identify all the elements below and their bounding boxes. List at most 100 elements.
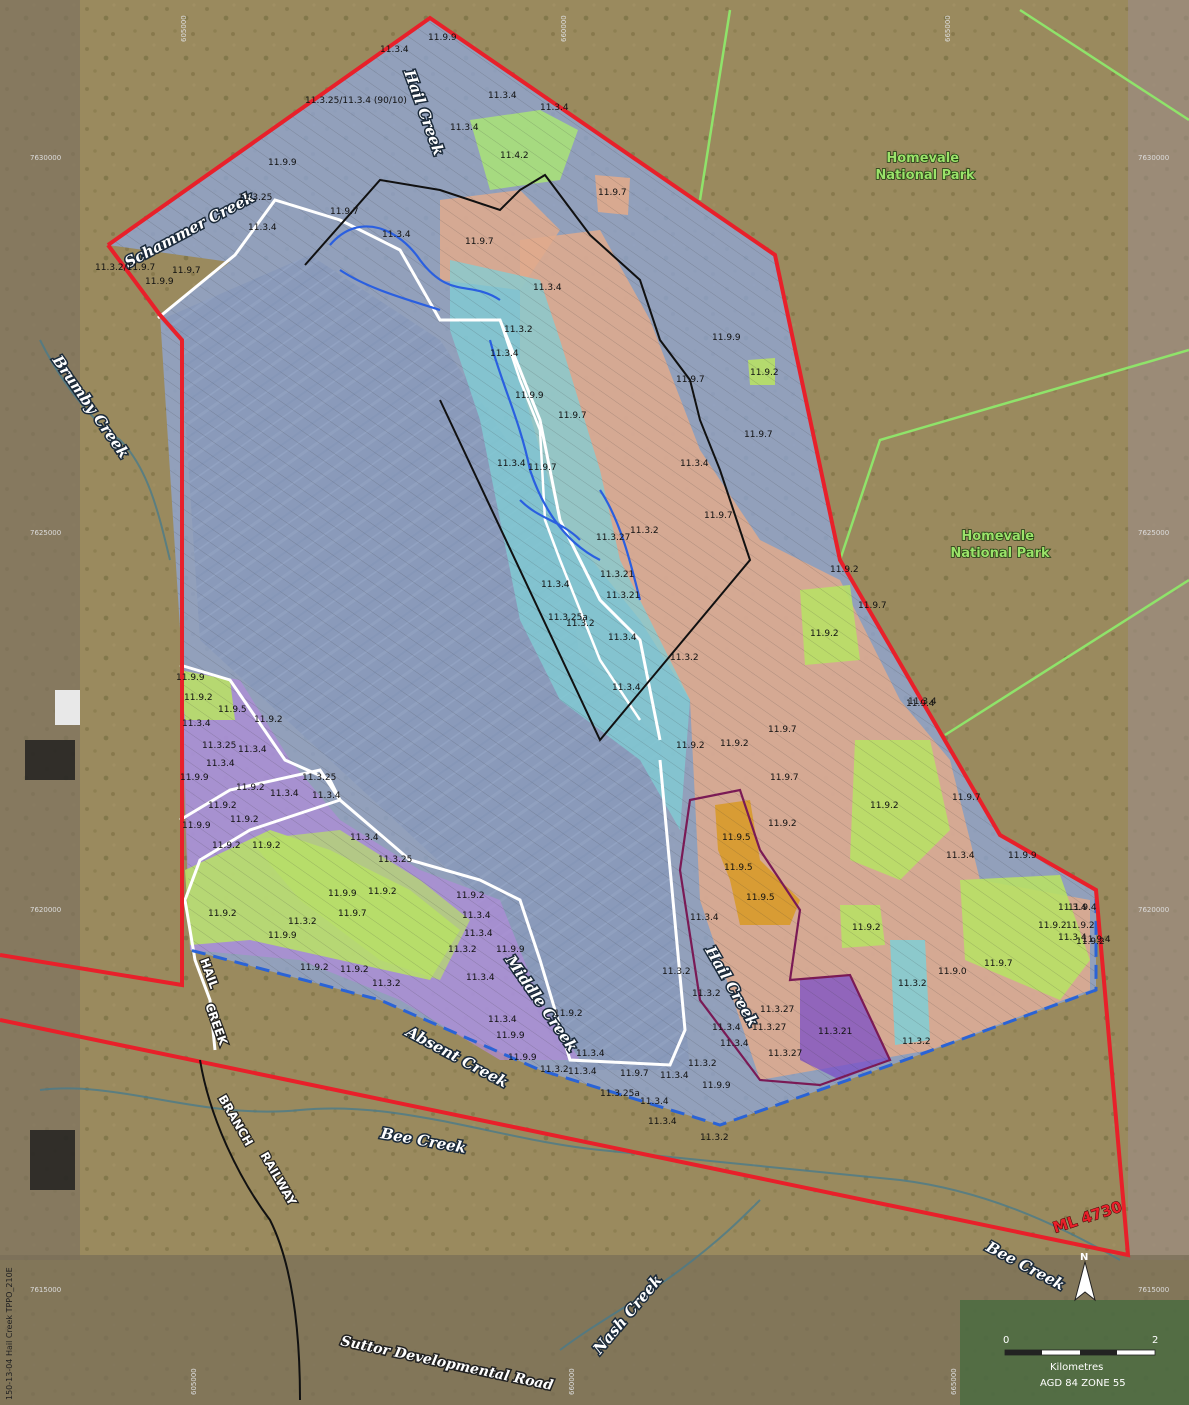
re-label: 11.9.9 [182, 821, 211, 831]
re-label: 11.9.9 [712, 333, 741, 343]
re-label: 11.3.2 [372, 979, 401, 989]
side-file-label: 150-13-04 Hail Creek TPPO_210E [5, 1267, 14, 1400]
easting-bottom-605000: 605000 [190, 1368, 198, 1395]
scale-min: 0 [1003, 1335, 1009, 1346]
re-label: 11.3.2/11.9.7 [95, 263, 155, 273]
re-label: 11.9.2 [768, 819, 797, 829]
label-homevale-national-park-north: Homevale National Park [875, 151, 975, 183]
re-label: 11.9.2 [252, 841, 281, 851]
dark-patch-left [25, 740, 75, 780]
re-label: 11.3.4 [680, 459, 709, 469]
northing-7625000: 7625000 [1138, 529, 1169, 537]
outer-imagery-left [0, 0, 80, 1260]
re-label: 11.3.4 [182, 719, 211, 729]
re-label: 11.3.4 [1058, 933, 1087, 943]
dark-patch-left-2 [30, 1130, 75, 1190]
re-label: 11.9.2 [1038, 921, 1067, 931]
re-label: 11.3.21 [600, 570, 634, 580]
re-label: 11.9.2 [208, 801, 237, 811]
re-label: 11.3.4 [464, 929, 493, 939]
re-label: 11.9.2 [870, 801, 899, 811]
re-label: 11.3.2 [688, 1059, 717, 1069]
re-label: 11.3.4 [380, 45, 409, 55]
re-label: 11.3.4 [648, 1117, 677, 1127]
re-label: 11.3.2 [700, 1133, 729, 1143]
purple-zone-boundary [678, 788, 892, 1087]
re-label: 11.9.2 [830, 565, 859, 575]
re-label: 11.3.27 [760, 1005, 794, 1015]
re-label: 11.9.7 [770, 773, 799, 783]
re-label: 11.3.25/11.3.4 (90/10) [305, 96, 407, 106]
scale-bar: 0 2 Kilometres AGD 84 ZONE 55 [1003, 1335, 1158, 1389]
scale-max: 2 [1152, 1335, 1158, 1346]
river-nash-creek [559, 1199, 761, 1351]
re-label: 11.3.4 [946, 851, 975, 861]
re-label: 11.3.2 [288, 917, 317, 927]
re-label: 11.3.4 [540, 103, 569, 113]
re-label: 11.3.4 [382, 230, 411, 240]
re-label: 11.3.25 [238, 193, 272, 203]
re-label: 11.3.25a [600, 1089, 640, 1099]
river-bee-creek [39, 1087, 1121, 1261]
re-label: 11.9.9 [496, 1031, 525, 1041]
re-label: 11.3.4 [238, 745, 267, 755]
re-label: 11.4.2 [500, 151, 529, 161]
re-label: 11.3.2 [566, 619, 595, 629]
re-label: 11.3.4 [488, 1015, 517, 1025]
re-label: 11.3.27 [768, 1049, 802, 1059]
re-label: 11.9.2 [230, 815, 259, 825]
re-label: 11.3.2 [670, 653, 699, 663]
easting-660000: 660000 [560, 15, 568, 42]
re-label: 11.9.2 [810, 629, 839, 639]
re-label: 11.3.25 [202, 741, 236, 751]
re-label: 11.3.2 [902, 1037, 931, 1047]
scale-unit: Kilometres [1050, 1362, 1103, 1373]
white-patch-left [55, 690, 80, 725]
re-label: 11.9.9 [508, 1053, 537, 1063]
northing-7630000: 7630000 [1138, 154, 1169, 162]
re-label: 11.9.2 [300, 963, 329, 973]
re-label: 11.3.4 [712, 1023, 741, 1033]
re-label: 11.9.5 [746, 893, 775, 903]
river-brumby-creek [39, 339, 171, 561]
re-label: 11.9.7 [558, 411, 587, 421]
re-label: 11.3.25 [302, 773, 336, 783]
re-label: 11.3.4 [640, 1097, 669, 1107]
re-label: 11.3.2 [630, 526, 659, 536]
re-label: 11.9.7 [858, 601, 887, 611]
re-label: 11.3.4 [720, 1039, 749, 1049]
white-pit-boundary-main [157, 198, 662, 741]
re-label: 11.3.4 [270, 789, 299, 799]
national-park-boundary-4 [1019, 8, 1189, 122]
re-label: 11.9.9 [268, 931, 297, 941]
hatch-overlay [108, 18, 1096, 1125]
re-label: 11.9.2 [750, 368, 779, 378]
re-label: 11.9.4 [906, 699, 935, 709]
re-label: 11.9.9 [328, 889, 357, 899]
re-code-labels: 11.9.9 11.3.4 11.3.4 11.3.25/11.3.4 (90/… [95, 33, 1111, 1143]
branch-railway [199, 1059, 301, 1401]
re-label: 11.9.7 [465, 237, 494, 247]
re-label: 11.3.4 [350, 833, 379, 843]
blue-dashed-boundary [107, 16, 1098, 1127]
re-label: 11.9.2 [1076, 937, 1105, 947]
re-label: 11.3.25 [378, 855, 412, 865]
re-label: 11.9.5 [722, 833, 751, 843]
re-label: 11.3.4 [660, 1071, 689, 1081]
blue-creek-network [329, 225, 642, 601]
northing-left-7620000: 7620000 [30, 906, 61, 914]
re-label: 11.9.7 [330, 207, 359, 217]
re-label: 11.9.2 [720, 739, 749, 749]
re-label: 11.9.2 [852, 923, 881, 933]
re-label: 11.9.9 [428, 33, 457, 43]
re-label: 11.3.4 [533, 283, 562, 293]
re-label: 11.3.4 [248, 223, 277, 233]
re-label: 11.9.2 [254, 715, 283, 725]
white-rail-corridor [179, 768, 343, 1051]
re-label: 11.9.2 [676, 741, 705, 751]
re-label: 11.9.2 [208, 909, 237, 919]
re-label: 11.9.9 [176, 673, 205, 683]
re-label: 11.9.2 [456, 891, 485, 901]
re-label: 11.9.7 [744, 430, 773, 440]
